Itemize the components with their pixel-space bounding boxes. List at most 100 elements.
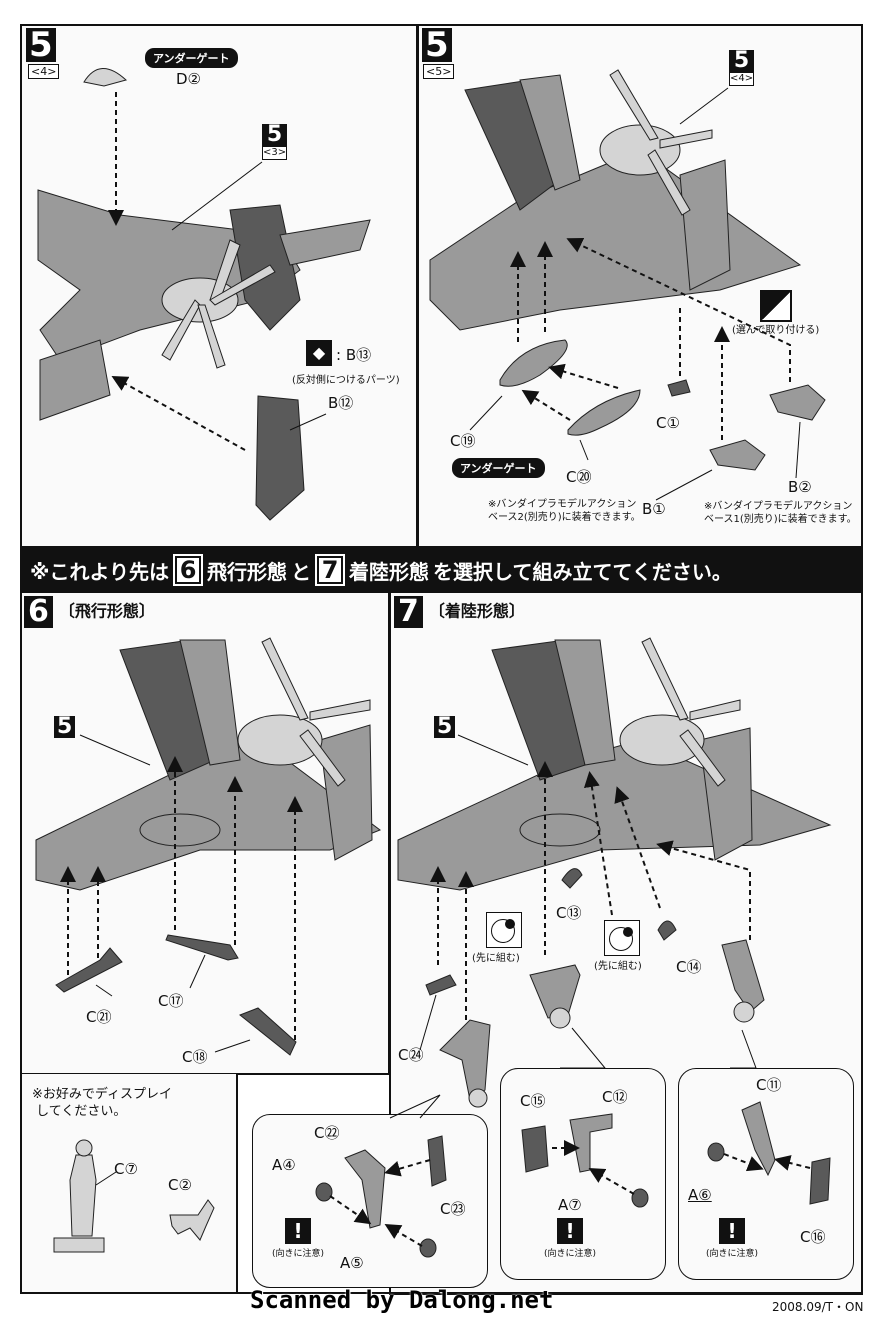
step6-aircraft [35, 637, 382, 891]
banner-prefix: ※これより先は [30, 559, 170, 584]
step5-right-ref-4: 5 <4> [729, 50, 755, 86]
part-c20-pod [567, 389, 641, 436]
ref-substep: <4> [729, 72, 755, 86]
assemble-first-icon-2 [604, 920, 640, 956]
part-c23-label: C㉓ [440, 1200, 466, 1218]
ref-number: 5 [262, 124, 288, 146]
part-c18-piece [239, 1007, 297, 1056]
part-c22-label: C㉒ [314, 1124, 340, 1142]
opposite-side-icon: ◆ [306, 340, 332, 366]
step5-left-ref-3: 5 <3> [262, 124, 288, 160]
part-c7-label: C⑦ [114, 1160, 138, 1178]
part-c23-panel [427, 1135, 447, 1187]
ref-number: 5 [729, 50, 755, 72]
part-b2-piece [769, 384, 826, 421]
part-a6-label: A⑥ [688, 1186, 712, 1204]
part-b1-label: B① [642, 500, 666, 518]
part-b12-label: B⑫ [328, 394, 354, 412]
step5-left-substep: <4> [28, 64, 60, 79]
part-c15-label: C⑮ [520, 1092, 546, 1110]
part-d2-label: D② [176, 70, 201, 88]
step7-mode-title: 〔着陸形態〕 [428, 601, 525, 621]
choose-note: (選んで取り付ける) [732, 325, 820, 336]
banner-mode6: 飛行形態 [207, 559, 288, 584]
part-c21-piece [55, 947, 123, 993]
dog-figure [169, 1199, 215, 1241]
step6-number: 6 [24, 596, 53, 628]
part-c13-piece [561, 868, 583, 889]
orientation-warning-3: ! (向きに注意) [706, 1218, 758, 1259]
print-code: 2008.09/T・ON [772, 1300, 864, 1314]
part-c19-pod [499, 339, 568, 387]
nose-gear-assembly [439, 1019, 491, 1101]
display-note: ※お好みでディスプレイ してください。 [32, 1087, 172, 1119]
step5-right-number: 5 [422, 28, 452, 62]
banner-step7-box: 7 [315, 554, 346, 586]
step5-left-undergate-tag: アンダーゲート [145, 48, 238, 68]
part-c14-label: C⑭ [676, 958, 702, 976]
banner-and: と [291, 559, 312, 584]
assemble-first-note-2: (先に組む) [594, 961, 642, 972]
part-a7-label: A⑦ [558, 1196, 582, 1214]
part-c14-piece [657, 920, 677, 941]
part-c24-piece [425, 974, 457, 996]
part-c20-label: C⑳ [566, 468, 592, 486]
base1-note: ※バンダイプラモデルアクション ベース1(別売り)に装着できます。 [704, 501, 857, 525]
step7-ref-5: 5 [434, 716, 456, 738]
part-c16-label: C⑯ [800, 1228, 826, 1246]
part-c21-label: C㉑ [86, 1008, 112, 1026]
part-c12-strut [569, 1113, 613, 1173]
orientation-warning-label: (向きに注意) [272, 1249, 325, 1259]
part-c13-label: C⑬ [556, 904, 582, 922]
part-c1-label: C① [656, 414, 680, 432]
part-b13-note: (反対側につけるパーツ) [292, 375, 400, 386]
part-c16-panel [809, 1157, 831, 1205]
ref-substep: <3> [262, 146, 288, 160]
part-c19-label: C⑲ [450, 432, 476, 450]
step6-title: 6〔飛行形態〕 [24, 596, 155, 628]
base2-note: ※バンダイプラモデルアクション ベース2(別売り)に装着できます。 [488, 499, 641, 523]
left-gear-bubble [500, 1068, 666, 1280]
display-panel [20, 1074, 238, 1294]
choose-icon [760, 290, 792, 322]
part-c18-label: C⑱ [182, 1048, 208, 1066]
step6-ref-5: 5 [54, 716, 76, 738]
part-a7-wheel [631, 1188, 649, 1208]
ref-number: 5 [54, 716, 76, 738]
part-b2-label: B② [788, 478, 812, 496]
orientation-warning-1: ! (向きに注意) [272, 1218, 324, 1259]
part-c1-piece [667, 379, 691, 397]
part-a4-label: A④ [272, 1156, 296, 1174]
banner-suffix: を選択して組み立ててください。 [433, 559, 732, 584]
ref-number: 5 [434, 716, 456, 738]
step5-right-substep: <5> [423, 64, 455, 79]
part-d2-canopy [83, 68, 128, 87]
part-a4-wheel [315, 1182, 333, 1202]
scan-credit: Scanned by Dalong.net [250, 1286, 554, 1314]
left-gear-assembly [529, 964, 581, 1019]
exclamation-icon: ! [285, 1218, 312, 1244]
part-b12-fin [255, 395, 305, 521]
part-b13-label: : B⑬ [336, 346, 372, 364]
step7-title: 7〔着陸形態〕 [394, 596, 525, 628]
part-a5-wheel [419, 1238, 437, 1258]
orientation-warning-2: ! (向きに注意) [544, 1218, 596, 1259]
assemble-first-note-1: (先に組む) [472, 953, 520, 964]
pilot-figure [53, 1139, 105, 1253]
step6-mode-title: 〔飛行形態〕 [58, 601, 155, 621]
exclamation-icon: ! [557, 1218, 584, 1244]
bottom-frame [20, 1292, 863, 1294]
step7-aircraft [397, 637, 832, 891]
part-a5-label: A⑤ [340, 1254, 364, 1272]
orientation-warning-label: (向きに注意) [706, 1249, 759, 1259]
banner-step6-box: 6 [173, 554, 204, 586]
mode-select-banner: ※これより先は 6 飛行形態 と 7 着陸形態 を選択して組み立ててください。 [20, 548, 863, 592]
part-c24-label: C㉔ [398, 1046, 424, 1064]
right-gear-assembly [721, 939, 765, 1013]
step5-left-aircraft [37, 189, 371, 421]
step7-number: 7 [394, 596, 423, 628]
step5-right-undergate-tag: アンダーゲート [452, 458, 545, 478]
part-b1-piece [709, 439, 766, 471]
part-c15-panel [521, 1125, 549, 1173]
